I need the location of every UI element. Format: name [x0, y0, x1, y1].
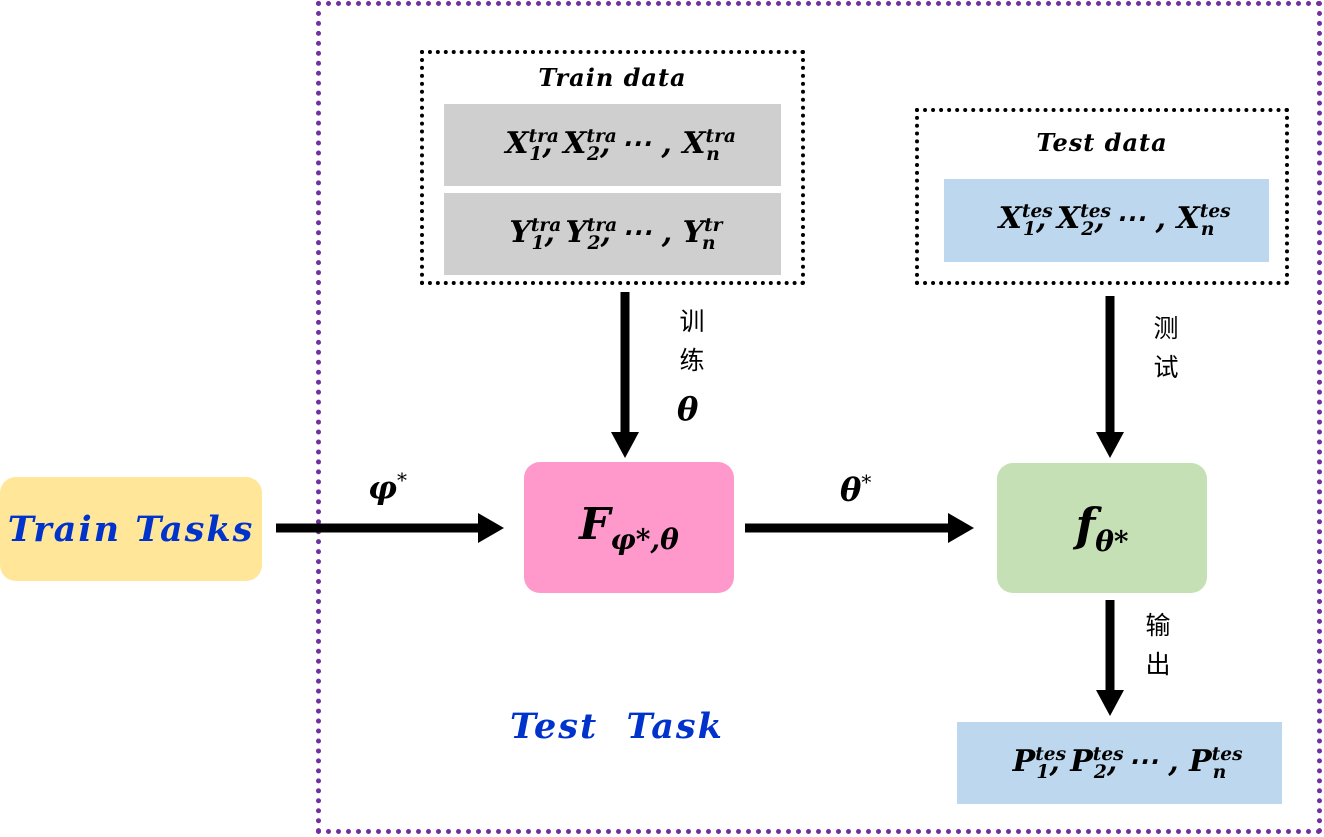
F-node: Fφ*,θ — [524, 462, 734, 593]
theta-star-label: θ* — [840, 470, 872, 509]
train-edge-label: 训练 — [676, 308, 705, 386]
arrow-test-data-to-f — [1096, 296, 1124, 458]
test-data-title: Test data — [1036, 128, 1168, 157]
output-row-text: Ptes1, Ptes2, ⋯ , Ptesn — [1012, 743, 1243, 783]
output-row: Ptes1, Ptes2, ⋯ , Ptesn — [957, 722, 1282, 804]
train-data-box — [420, 50, 805, 285]
arrow-train-tasks-to-F — [276, 513, 504, 543]
test-x-row-text: Xtes1, Xtes2, ⋯ , Xtesn — [998, 201, 1231, 240]
train-y-row-text: Ytra1, Ytra2, ⋯ , Ytrn — [509, 214, 723, 254]
output-edge-label: 输出 — [1142, 612, 1171, 690]
train-y-row: Ytra1, Ytra2, ⋯ , Ytrn — [444, 193, 781, 275]
f-node: fθ* — [997, 463, 1207, 593]
test-data-box — [915, 108, 1289, 285]
F-node-label: Fφ*,θ — [579, 499, 679, 556]
arrow-F-to-f — [745, 513, 974, 543]
phi-star-label: φ* — [368, 468, 407, 507]
arrow-f-to-output — [1096, 600, 1124, 716]
train-tasks-node: Train Tasks — [0, 477, 262, 581]
train-data-title: Train data — [538, 63, 687, 92]
test-task-label: Test Task — [510, 706, 724, 747]
train-x-row-text: Xtra1, Xtra2, ⋯ , Xtran — [505, 125, 736, 165]
train-x-row: Xtra1, Xtra2, ⋯ , Xtran — [444, 104, 781, 186]
train-edge-theta: θ — [677, 390, 699, 428]
train-tasks-label: Train Tasks — [7, 508, 255, 550]
test-x-row: Xtes1, Xtes2, ⋯ , Xtesn — [944, 179, 1269, 262]
test-edge-label: 测试 — [1150, 315, 1179, 393]
f-node-label: fθ* — [1075, 497, 1129, 559]
test-task-container — [316, 1, 1322, 834]
arrow-train-data-to-F — [611, 292, 639, 458]
